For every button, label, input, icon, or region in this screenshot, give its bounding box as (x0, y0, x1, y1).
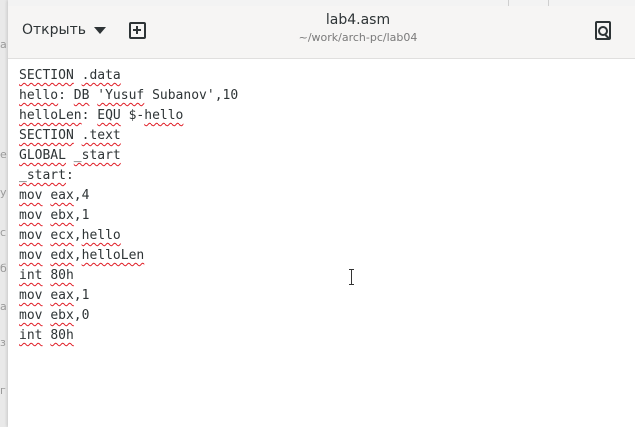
misspelled-token: edx (50, 248, 74, 263)
misspelled-token: 80h (50, 268, 74, 283)
code-token: : (65, 168, 74, 183)
misspelled-token: SECTION (19, 128, 74, 143)
code-token: : (58, 88, 74, 103)
window-top-edge (8, 0, 635, 6)
open-button-label: Открыть (22, 22, 86, 38)
misspelled-token: mov (19, 188, 43, 203)
code-line[interactable]: mov ebx,0 (19, 306, 238, 326)
code-token: $- (120, 108, 145, 123)
document-title: lab4.asm (325, 12, 391, 28)
background-window-text: б (0, 262, 7, 275)
background-window-text: е (0, 148, 7, 161)
misspelled-token: helloLen (81, 248, 145, 263)
misspelled-token: mov (19, 248, 43, 263)
code-line[interactable]: _start: (19, 166, 238, 186)
chevron-down-icon (93, 26, 106, 34)
misspelled-token: .data (81, 68, 121, 83)
background-window-text: а (0, 300, 7, 313)
code-line[interactable]: mov edx,helloLen (19, 246, 238, 266)
misspelled-token: 80h (50, 328, 74, 343)
misspelled-token: GLOBAL (19, 148, 66, 163)
code-token: , (73, 228, 82, 243)
code-token: ,1 (73, 288, 90, 303)
new-tab-button[interactable] (125, 18, 149, 42)
misspelled-token: ebx (50, 308, 74, 323)
code-line[interactable]: int 80h (19, 266, 238, 286)
window-edge-divider (548, 0, 549, 6)
misspelled-token: hello (19, 88, 59, 103)
misspelled-token: EQU (97, 108, 121, 123)
text-editor-window: Открыть lab4.asm ~/work/arch-pc/lab04 SE… (8, 0, 635, 427)
misspelled-token: .text (81, 128, 121, 143)
code-token (74, 68, 82, 83)
document-search-button[interactable] (591, 18, 615, 42)
misspelled-token: _start (73, 148, 121, 163)
code-token: ,1 (73, 208, 90, 223)
code-token: ,0 (73, 308, 90, 323)
code-token: : (81, 108, 98, 123)
background-window-text: у (0, 186, 7, 199)
code-line[interactable]: mov eax,4 (19, 186, 238, 206)
misspelled-token: ebx (50, 208, 74, 223)
misspelled-token: hello (144, 108, 184, 123)
background-window-text: с (0, 226, 7, 239)
code-line[interactable]: mov eax,1 (19, 286, 238, 306)
code-token: Subanov',10 (144, 88, 239, 103)
code-line[interactable]: mov ebx,1 (19, 206, 238, 226)
misspelled-token: int (19, 268, 43, 283)
open-button[interactable]: Открыть (14, 16, 114, 44)
misspelled-token: _start (19, 168, 66, 183)
background-window-text: г (0, 384, 6, 397)
code-line[interactable]: SECTION .data (19, 66, 238, 86)
document-search-icon (595, 20, 611, 40)
code-token (74, 128, 82, 143)
code-line[interactable]: mov ecx,hello (19, 226, 238, 246)
code-line[interactable]: GLOBAL _start (19, 146, 238, 166)
window-title-area: lab4.asm ~/work/arch-pc/lab04 (208, 12, 508, 44)
misspelled-token: hello (81, 228, 121, 243)
misspelled-token: SECTION (19, 68, 74, 83)
text-cursor-icon (349, 269, 355, 285)
misspelled-token: ecx (50, 228, 74, 243)
misspelled-token: mov (19, 308, 43, 323)
document-path: ~/work/arch-pc/lab04 (298, 31, 418, 44)
code-line[interactable]: SECTION .text (19, 126, 238, 146)
misspelled-token: eax (50, 288, 74, 303)
code-token: ,4 (73, 188, 90, 203)
background-window-text: з (0, 336, 6, 349)
code-line[interactable]: int 80h (19, 326, 238, 346)
background-window-text: а (0, 38, 7, 51)
new-tab-icon (128, 21, 146, 39)
misspelled-token: mov (19, 288, 43, 303)
code-token: , (73, 248, 82, 263)
window-edge-divider (508, 0, 509, 6)
misspelled-token: 'Yusuf (97, 88, 145, 103)
misspelled-token: helloLen (19, 108, 82, 123)
code-line[interactable]: helloLen: EQU $-hello (19, 106, 238, 126)
misspelled-token: int (19, 328, 43, 343)
misspelled-token: mov (19, 228, 43, 243)
misspelled-token: DB (73, 88, 90, 103)
misspelled-token: eax (50, 188, 74, 203)
header-bar: Открыть lab4.asm ~/work/arch-pc/lab04 (8, 0, 635, 59)
misspelled-token: mov (19, 208, 43, 223)
code-token (66, 148, 74, 163)
code-line[interactable]: hello: DB 'Yusuf Subanov',10 (19, 86, 238, 106)
